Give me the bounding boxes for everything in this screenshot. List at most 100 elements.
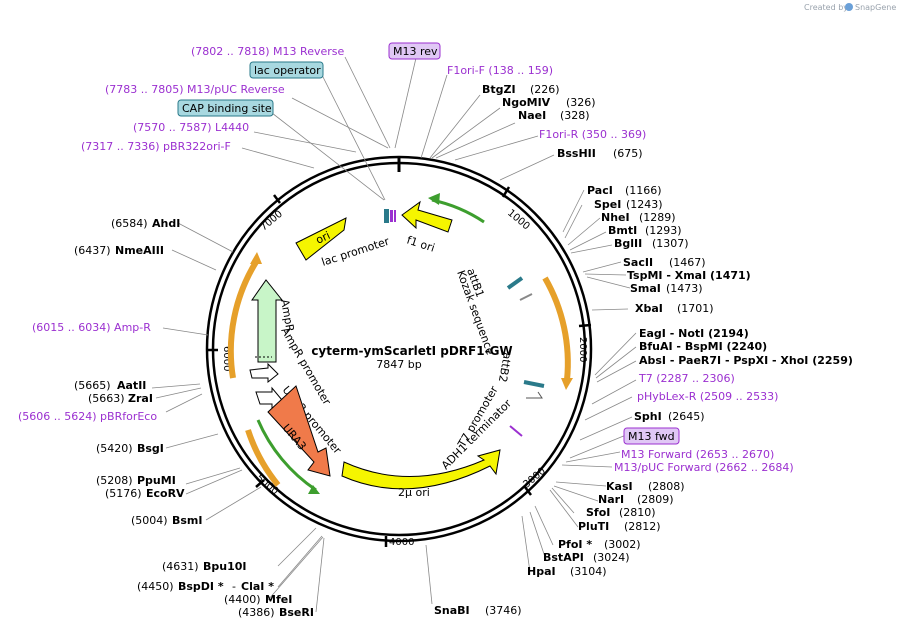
sacii-name: SacII xyxy=(623,256,653,269)
paci-name: PacI xyxy=(587,184,613,197)
ppumi-pos: (5208) xyxy=(96,474,133,487)
spei-pos: (1243) xyxy=(626,198,663,211)
ura3-green-arc xyxy=(256,419,317,492)
sacii-pos: (1467) xyxy=(669,256,706,269)
bsgi-pos: (5420) xyxy=(96,442,133,455)
t7-primer-label: T7 (2287 .. 2306) xyxy=(638,372,735,385)
lac-operator-marker xyxy=(384,209,389,223)
snapgene-logo-icon xyxy=(845,3,853,11)
pluti-name: PluTI xyxy=(578,520,609,533)
2mu-ori-feature[interactable] xyxy=(341,449,501,490)
mfei-name: MfeI xyxy=(265,593,292,606)
sphi-name: SphI xyxy=(634,410,662,423)
pbr322ori-label: (7317 .. 7336) pBR322ori-F xyxy=(81,140,231,153)
ura3-orange-arc xyxy=(245,429,281,487)
xbai-pos: (1701) xyxy=(677,302,714,315)
bsshii-name: BssHII xyxy=(557,147,596,160)
bsmi-name: BsmI xyxy=(172,514,203,527)
hpai-pos: (3104) xyxy=(570,565,607,578)
orange-outer-arrowhead-right xyxy=(561,378,573,390)
lac-operator-box-text: lac operator xyxy=(254,64,321,77)
xbai-name: XbaI xyxy=(635,302,663,315)
credit-text: Created by xyxy=(804,3,848,12)
m13-forward-label: M13 Forward (2653 .. 2670) xyxy=(621,448,774,461)
smai-name: SmaI xyxy=(630,282,661,295)
m13-puc-forward-label: M13/pUC Forward (2662 .. 2684) xyxy=(614,461,794,474)
nhei-name: NheI xyxy=(601,211,630,224)
f1-ori-label: f1 ori xyxy=(405,233,436,254)
plasmid-name: cyterm-ymScarletI pDRF1-GW xyxy=(311,344,512,358)
aatii-name: AatII xyxy=(117,379,146,392)
m13-rev-box-text: M13 rev xyxy=(393,45,438,58)
cap-binding-box xyxy=(177,99,274,117)
ura3-green-arrowhead xyxy=(308,485,320,494)
nari-name: NarI xyxy=(598,493,624,506)
nari-pos: (2809) xyxy=(637,493,674,506)
2mu-ori-label: 2μ ori xyxy=(398,486,430,499)
ori-label: ori xyxy=(314,229,332,247)
bsmi-pos: (5004) xyxy=(131,514,168,527)
zrai-name: ZraI xyxy=(128,392,153,405)
attb2-label: attB2 xyxy=(496,351,514,383)
ecorv-pos: (5176) xyxy=(105,487,142,500)
tick-2000: 2000 xyxy=(577,337,588,362)
nmeaiii-name: NmeAIII xyxy=(115,244,164,257)
smai-pos: (1473) xyxy=(666,282,703,295)
tick-1000: 1000 xyxy=(505,208,532,233)
f1-ori-feature[interactable] xyxy=(401,200,453,233)
ampr-feature[interactable] xyxy=(251,279,284,363)
absi-group-label: AbsI - PaeR7I - PspXI - XhoI (2259) xyxy=(639,354,853,367)
sphi-pos: (2645) xyxy=(668,410,705,423)
phyblex-label: pHybLex-R (2509 .. 2533) xyxy=(637,390,778,403)
btgzi-name: BtgZI xyxy=(482,83,516,96)
eagi-notI-label: EagI - NotI (2194) xyxy=(639,327,749,340)
t7-promoter-arrow xyxy=(526,391,543,399)
ngomiv-pos: (326) xyxy=(566,96,596,109)
tick-marks xyxy=(207,186,592,547)
spei-name: SpeI xyxy=(594,198,621,211)
bsshii-pos: (675) xyxy=(613,147,643,160)
ampr-label: AmpR xyxy=(278,298,297,333)
m13-puc-rev-marker xyxy=(394,210,396,222)
paci-pos: (1166) xyxy=(625,184,662,197)
f1ori-outer-arrowhead xyxy=(428,193,440,205)
ori-feature[interactable] xyxy=(295,217,347,261)
primer-mark-right xyxy=(509,425,523,437)
kasi-pos: (2808) xyxy=(648,480,685,493)
bspdi-name: BspDI * xyxy=(178,580,224,593)
lac-operator-box xyxy=(249,61,324,79)
bstapi-pos: (3024) xyxy=(593,551,630,564)
naei-name: NaeI xyxy=(518,109,546,122)
f1ori-f-label: F1ori-F (138 .. 159) xyxy=(447,64,553,77)
sfoi-name: SfoI xyxy=(586,506,610,519)
ura3-feature[interactable] xyxy=(267,385,331,477)
amp-r-label: (6015 .. 6034) Amp-R xyxy=(32,321,151,334)
m13-reverse-label: (7802 .. 7818) M13 Reverse xyxy=(191,45,344,58)
ampr-outer-arc xyxy=(227,260,259,379)
tick-4000: 4000 xyxy=(389,537,414,548)
hpai-name: HpaI xyxy=(527,565,556,578)
bpu10i-pos: (4631) xyxy=(162,560,199,573)
pfoi-pos: (3002) xyxy=(604,538,641,551)
l4440-label: (7570 .. 7587) L4440 xyxy=(133,121,249,134)
tspmi-name: TspMI - XmaI (1471) xyxy=(627,269,751,282)
snabi-name: SnaBI xyxy=(434,604,470,617)
ahdi-name: AhdI xyxy=(152,217,180,230)
nhei-pos: (1289) xyxy=(639,211,676,224)
kasi-name: KasI xyxy=(606,480,633,493)
nmeaiii-pos: (6437) xyxy=(74,244,111,257)
clai-dash: - xyxy=(232,580,236,593)
plasmid-size: 7847 bp xyxy=(376,358,421,371)
bspdi-pos: (4450) xyxy=(137,580,174,593)
attb2-marker xyxy=(523,380,545,388)
bmti-pos: (1293) xyxy=(645,224,682,237)
ppumi-name: PpuMI xyxy=(137,474,176,487)
pbrforeco-label: (5606 .. 5624) pBRforEco xyxy=(18,410,157,423)
zrai-pos: (5663) xyxy=(88,392,125,405)
sfoi-pos: (2810) xyxy=(619,506,656,519)
ampr-promoter-arrow[interactable] xyxy=(249,362,279,384)
m13-rev-marker xyxy=(390,210,393,222)
f1ori-r-label: F1ori-R (350 .. 369) xyxy=(539,128,646,141)
m13-fwd-box xyxy=(623,427,680,445)
